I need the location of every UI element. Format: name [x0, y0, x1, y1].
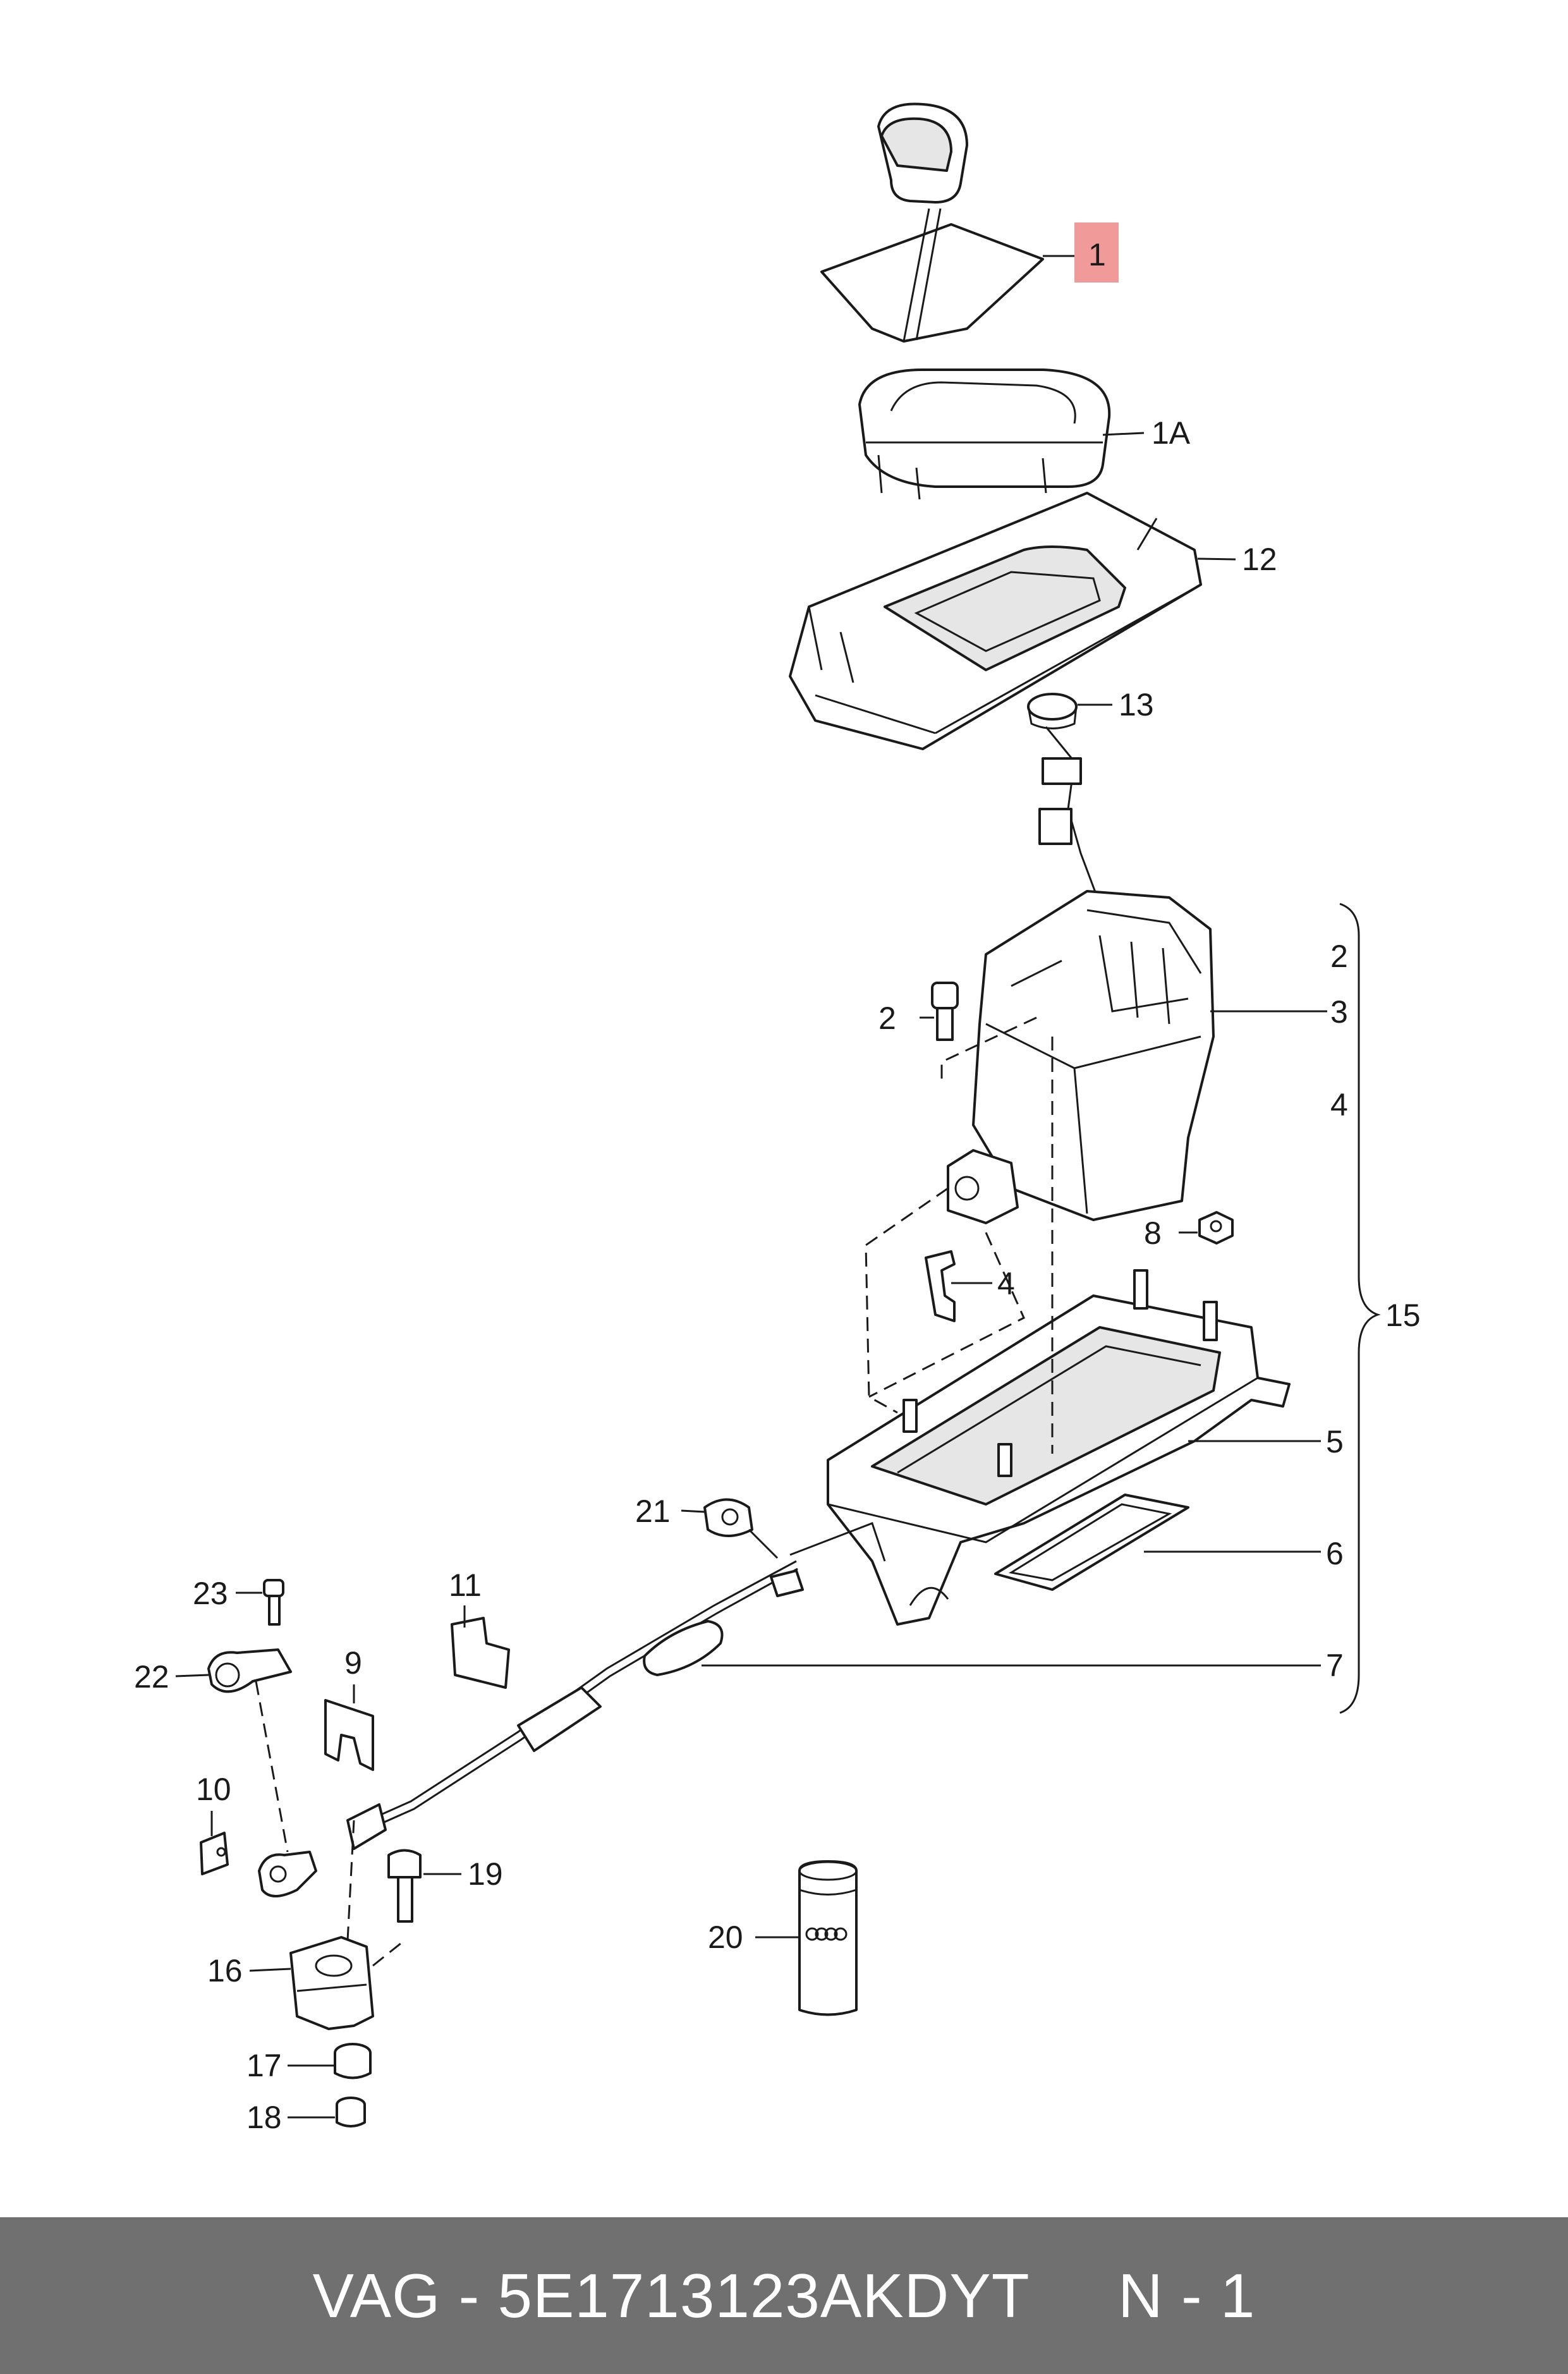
- shift-cable: [346, 1560, 804, 1850]
- brand-separator: -: [458, 2261, 480, 2330]
- small-screw: [263, 1579, 284, 1626]
- callout-5: 5: [1326, 1424, 1344, 1459]
- cable-end-clip: [200, 1832, 229, 1875]
- gear-lever-rod: [1038, 726, 1101, 904]
- callout-2-right: 2: [1330, 939, 1348, 974]
- spacer-sleeve: [336, 2097, 366, 2127]
- position-label: N: [1117, 2261, 1164, 2330]
- ball-joint-end: [258, 1851, 317, 1897]
- gear-lever-trim-cover: [858, 368, 1111, 500]
- callout-15: 15: [1385, 1298, 1421, 1333]
- seal-gasket: [994, 1494, 1189, 1591]
- selector-base-housing: [789, 1269, 1291, 1626]
- callout-23: 23: [193, 1576, 228, 1611]
- callout-1: 1: [1088, 237, 1106, 272]
- callout-16: 16: [207, 1953, 243, 1988]
- highlight-box: [1074, 222, 1119, 283]
- flange-bolt: [387, 1849, 422, 1923]
- gear-selector-housing: [947, 890, 1215, 1224]
- callout-10: 10: [196, 1772, 231, 1807]
- callout-19: 19: [468, 1856, 503, 1892]
- hex-bolt: [931, 982, 959, 1041]
- part-number: 5E1713123AKDYT: [497, 2261, 1029, 2330]
- callout-labels: 1 1A 12 13 2 3 4 2 8 4 15 5 6 7 21 11 23…: [134, 237, 1421, 2135]
- callout-20: 20: [708, 1920, 743, 1955]
- gear-knob-with-boot: [820, 102, 1044, 343]
- position-number: 1: [1220, 2261, 1256, 2330]
- callout-17: 17: [246, 2048, 282, 2083]
- grease-tube: [798, 1860, 858, 2016]
- position-separator: -: [1181, 2261, 1203, 2330]
- callout-12: 12: [1242, 542, 1277, 577]
- callout-7: 7: [1326, 1648, 1344, 1683]
- brand-name: VAG: [312, 2261, 441, 2330]
- cable-retaining-clip: [703, 1498, 753, 1537]
- callout-4-left: 4: [997, 1266, 1015, 1301]
- callout-4-right: 4: [1330, 1087, 1348, 1123]
- mounting-bracket: [451, 1617, 510, 1689]
- assembly-guide-lines: [255, 1016, 1054, 1967]
- hex-nut: [1198, 1211, 1234, 1245]
- footer-bar: VAG - 5E1713123AKDYT N - 1: [0, 2217, 1568, 2374]
- callout-21: 21: [635, 1494, 671, 1529]
- leader-lines: [175, 255, 1381, 2119]
- spring-clip: [925, 1250, 956, 1322]
- footer-text: VAG - 5E1713123AKDYT N - 1: [0, 2217, 1568, 2374]
- vw-audi-logo-icon: [805, 1927, 848, 1941]
- lock-clip: [324, 1699, 374, 1771]
- callout-9: 9: [344, 1645, 362, 1681]
- callout-13: 13: [1119, 687, 1154, 722]
- callout-18: 18: [246, 2100, 282, 2135]
- callout-6: 6: [1326, 1536, 1344, 1571]
- retaining-clip: [1027, 693, 1078, 729]
- callout-1a: 1A: [1152, 415, 1191, 451]
- center-console-frame: [789, 492, 1202, 750]
- cable-support-bracket: [289, 1936, 374, 2030]
- callout-11: 11: [449, 1567, 482, 1603]
- exploded-parts-diagram: 1 1A 12 13 2 3 4 2 8 4 15 5 6 7 21 11 23…: [134, 102, 1421, 2135]
- selector-lever: [207, 1648, 292, 1693]
- rubber-bushing: [334, 2043, 372, 2079]
- callout-8: 8: [1144, 1215, 1162, 1251]
- callout-3: 3: [1330, 994, 1348, 1030]
- callout-2-left: 2: [878, 1001, 896, 1036]
- callout-22: 22: [134, 1659, 169, 1695]
